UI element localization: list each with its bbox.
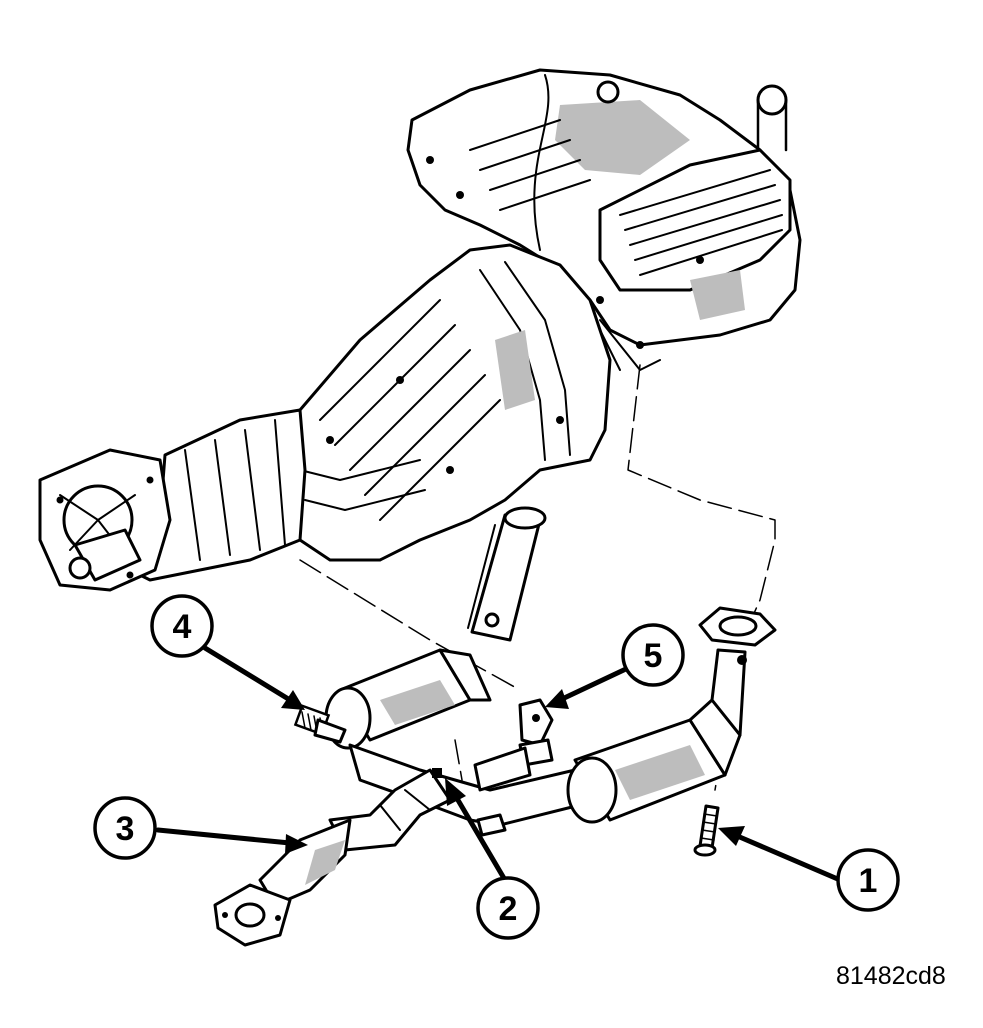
exhaust-y-pipe xyxy=(258,743,582,907)
fastener-bolt xyxy=(693,804,720,857)
transfer-case xyxy=(38,408,307,592)
engine xyxy=(406,68,802,371)
rear-pipe-flange xyxy=(213,883,292,947)
callout-1: 1 xyxy=(836,848,900,912)
transmission xyxy=(288,243,612,562)
front-pipe-flange xyxy=(698,606,777,737)
callout-1-number: 1 xyxy=(859,862,878,900)
right-catalytic-converter xyxy=(566,698,742,824)
callout-3: 3 xyxy=(93,796,157,860)
figure-id-label: 81482cd8 xyxy=(836,962,946,990)
callout-2-number: 2 xyxy=(499,890,518,928)
callout-5-number: 5 xyxy=(644,637,663,675)
callout-4: 4 xyxy=(150,594,214,658)
left-catalytic-converter xyxy=(324,648,492,750)
support-bracket xyxy=(473,698,554,792)
callout-5: 5 xyxy=(621,623,685,687)
callout-3-number: 3 xyxy=(116,810,135,848)
callout-4-number: 4 xyxy=(173,608,192,646)
callout-2: 2 xyxy=(476,876,540,940)
front-downpipe xyxy=(467,506,547,642)
mounting-stud xyxy=(293,704,347,744)
callout-arrows xyxy=(155,645,843,883)
hanger-stud xyxy=(432,768,507,837)
